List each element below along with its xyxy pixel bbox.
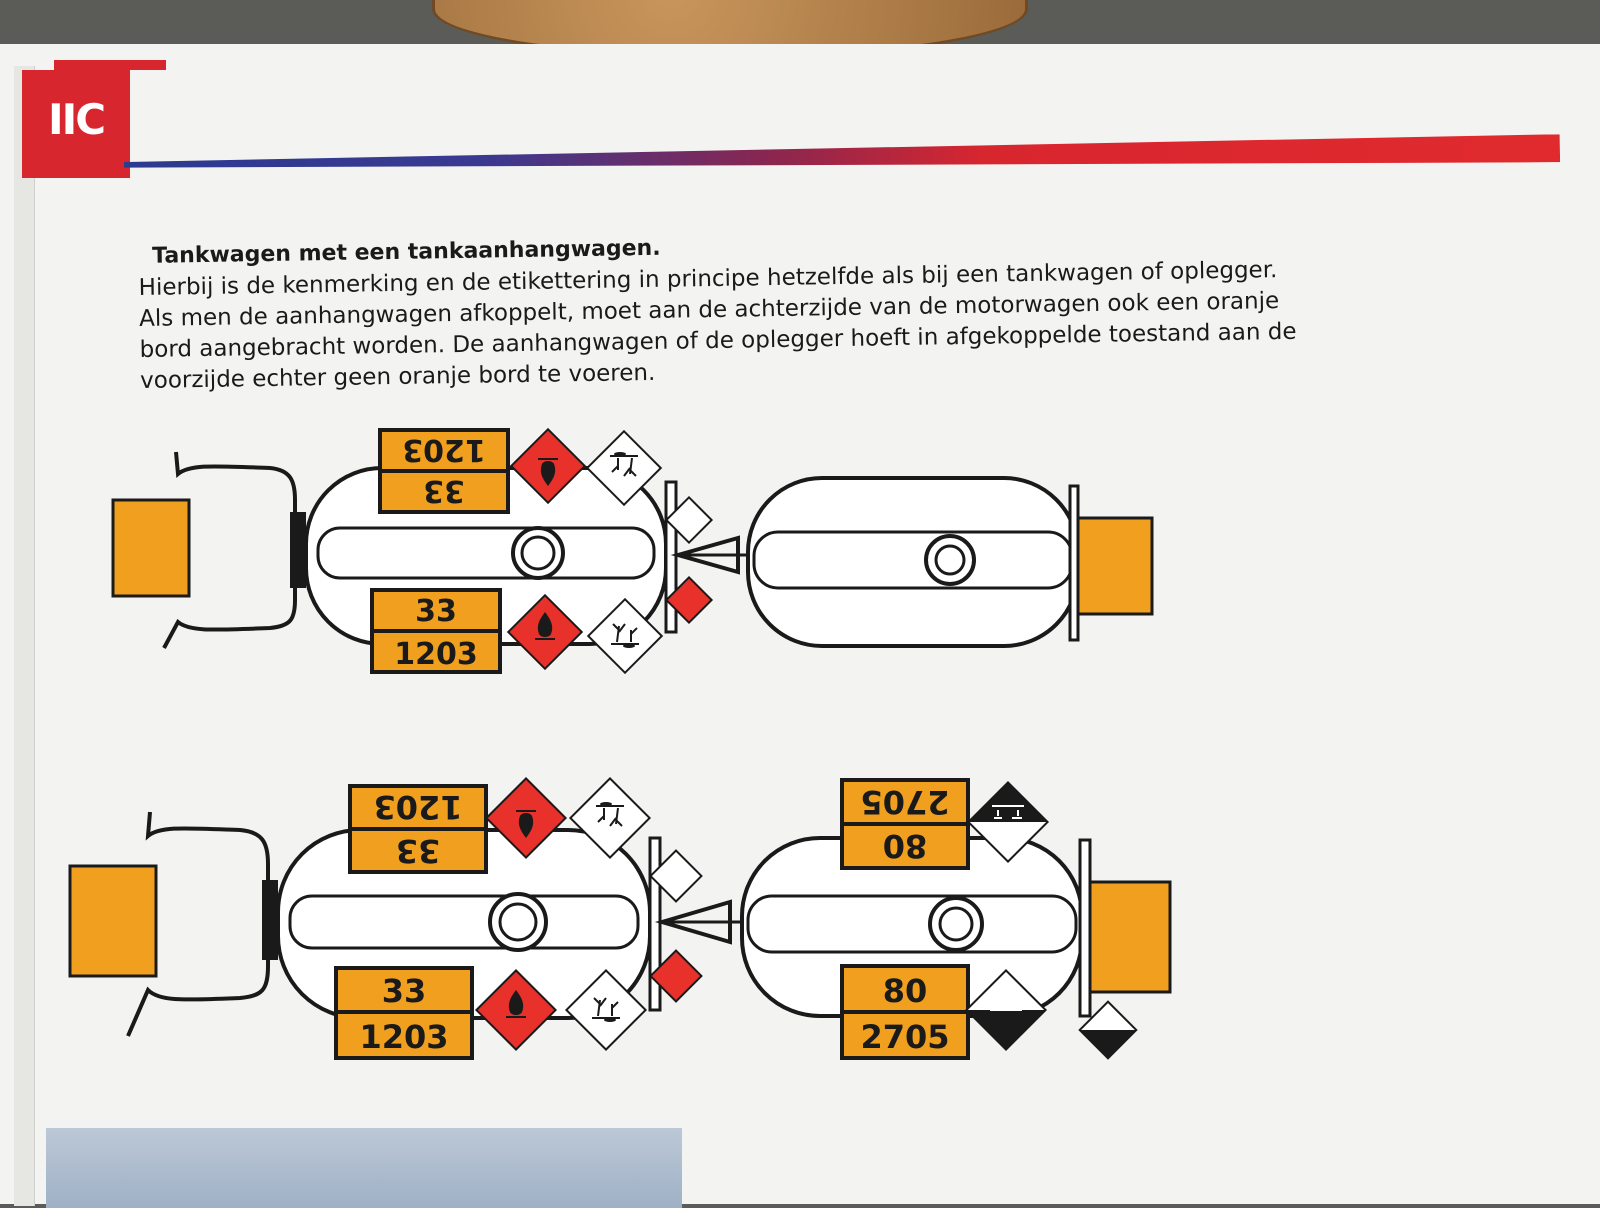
top-lower-orange-plate: 33 1203: [370, 588, 502, 674]
plate-un-number: 2705: [860, 1018, 949, 1056]
tank-walkway: [316, 526, 656, 580]
tank-walkway: [288, 894, 640, 950]
rear-orange-plate: [1076, 516, 1154, 616]
cab-connector: [290, 512, 306, 588]
bottom-trailer: 2705 80 80 2705: [740, 778, 1172, 1060]
plate-hazard-number: 80: [883, 972, 928, 1010]
plate-un-number: 1203: [359, 1018, 448, 1056]
plate-un-number: 1203: [394, 637, 478, 672]
top-trailer: [746, 476, 1154, 648]
environment-label-small: [664, 495, 714, 545]
flammable-label-small: [664, 575, 714, 625]
environment-label: [564, 968, 648, 1052]
flammable-label-small: [649, 949, 703, 1003]
environment-label: [585, 429, 663, 507]
plate-hazard-number: 33: [415, 594, 457, 629]
plate-un-number: 1203: [402, 432, 486, 467]
plate-hazard-number: 33: [382, 972, 427, 1010]
tank-walkway: [746, 894, 1078, 954]
plate-hazard-number: 33: [423, 473, 465, 508]
section-tab: IIC: [22, 70, 130, 178]
tab-top-strip: [54, 60, 166, 70]
corrosive-label-small: [1078, 1000, 1138, 1060]
cab-connector: [262, 880, 278, 960]
photo-fragment: [46, 1128, 682, 1208]
environment-label: [586, 597, 664, 675]
rear-bumper: [648, 836, 662, 1012]
top-upper-orange-plate: 1203 33: [378, 428, 510, 514]
plate-hazard-number: 33: [396, 832, 441, 870]
front-orange-plate: [111, 498, 191, 598]
trailer-lower-orange-plate: 80 2705: [840, 964, 970, 1060]
plate-un-number: 2705: [860, 783, 949, 821]
environment-label-small: [649, 849, 703, 903]
plate-hazard-number: 80: [883, 827, 928, 865]
rear-orange-plate: [1088, 880, 1172, 994]
bottom-upper-orange-plate: 1203 33: [348, 784, 488, 874]
page-edge: [14, 66, 35, 1206]
trailer-upper-orange-plate: 2705 80: [840, 778, 970, 870]
plate-un-number: 1203: [373, 788, 462, 826]
bottom-lower-orange-plate: 33 1203: [334, 966, 474, 1060]
trailer-tank: [746, 476, 1080, 648]
bottom-truck: 1203 33 33 1203: [68, 776, 703, 1060]
top-truck: 1203 33 33 1203: [111, 427, 714, 675]
rear-bumper: [664, 480, 678, 634]
environment-label: [568, 776, 652, 860]
corrosive-label: [966, 780, 1050, 864]
front-orange-plate: [68, 864, 158, 978]
